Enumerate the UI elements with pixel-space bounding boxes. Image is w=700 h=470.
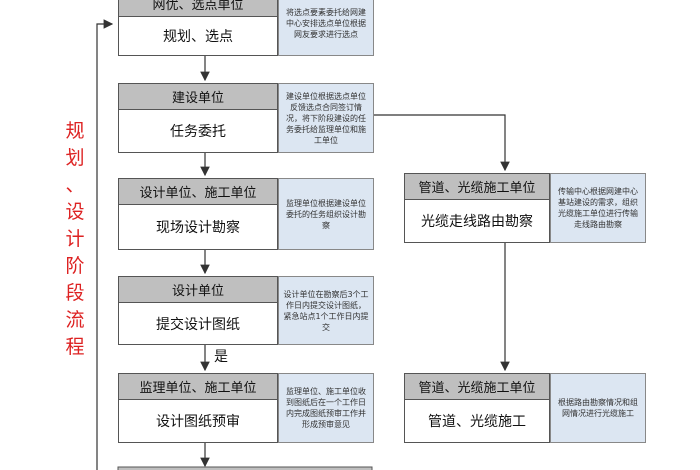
step-cable-route-survey: 管道、光缆施工单位 光缆走线路由勘察 — [404, 173, 550, 243]
step-site-survey-task: 现场设计勘察 — [156, 220, 240, 236]
step-cable-route-survey-note: 传输中心根据网建中心基站建设的需求，组织光缆施工单位进行传输走线路由勘察 — [550, 173, 646, 243]
step-drawing-review-note: 监理单位、施工单位收到图纸后在一个工作日内完成图纸预审工作并形成预审意见 — [278, 373, 374, 443]
feedback-line — [96, 19, 114, 470]
step-site-survey: 设计单位、施工单位 现场设计勘察 — [118, 178, 278, 250]
step-planning-task: 规划、选点 — [163, 29, 233, 45]
next-step-box-partial — [117, 466, 373, 470]
branch-line — [374, 114, 510, 172]
step-cable-construction: 管道、光缆施工单位 管道、光缆施工 — [404, 373, 550, 443]
step-planning-unit: 网优、选点单位 — [119, 0, 277, 17]
step-task-delegation-task: 任务委托 — [170, 124, 226, 140]
step-cable-construction-unit: 管道、光缆施工单位 — [405, 374, 549, 400]
step-task-delegation: 建设单位 任务委托 — [118, 83, 278, 153]
step-cable-construction-note: 根据路由勘察情况和组网情况进行光缆施工 — [550, 373, 646, 443]
step-submit-drawings-task: 提交设计图纸 — [156, 316, 240, 333]
step-task-delegation-unit: 建设单位 — [119, 84, 277, 110]
step-task-delegation-note: 建设单位根据选点单位反馈选点合同签订情况，将下阶段建设的任务委托给监理单位和施工… — [278, 83, 374, 153]
step-submit-drawings-unit: 设计单位 — [119, 277, 277, 303]
step-submit-drawings: 设计单位 提交设计图纸 — [118, 276, 278, 345]
step-planning: 网优、选点单位 规划、选点 — [118, 0, 278, 56]
step-drawing-review-unit: 监理单位、施工单位 — [119, 374, 277, 400]
step-drawing-review: 监理单位、施工单位 设计图纸预审 — [118, 373, 278, 443]
stage-side-label: 规 划 、 设 计 阶 段 流 程 — [65, 120, 85, 358]
step-drawing-review-task: 设计图纸预审 — [156, 414, 240, 430]
step-cable-route-survey-task: 光缆走线路由勘察 — [421, 214, 533, 230]
step-cable-route-survey-unit: 管道、光缆施工单位 — [405, 174, 549, 200]
step-site-survey-note: 监理单位根据建设单位委托的任务组织设计勘察 — [278, 178, 374, 250]
yes-label: 是 — [214, 349, 228, 365]
step-site-survey-unit: 设计单位、施工单位 — [119, 179, 277, 205]
step-planning-note: 将选点要素委托给网建中心安排选点单位根据网友要求进行选点 — [278, 0, 374, 56]
step-submit-drawings-note: 设计单位在勘察后3个工作日内提交设计图纸，紧急站点1个工作日内提交 — [278, 276, 374, 345]
step-cable-construction-task: 管道、光缆施工 — [428, 414, 526, 430]
